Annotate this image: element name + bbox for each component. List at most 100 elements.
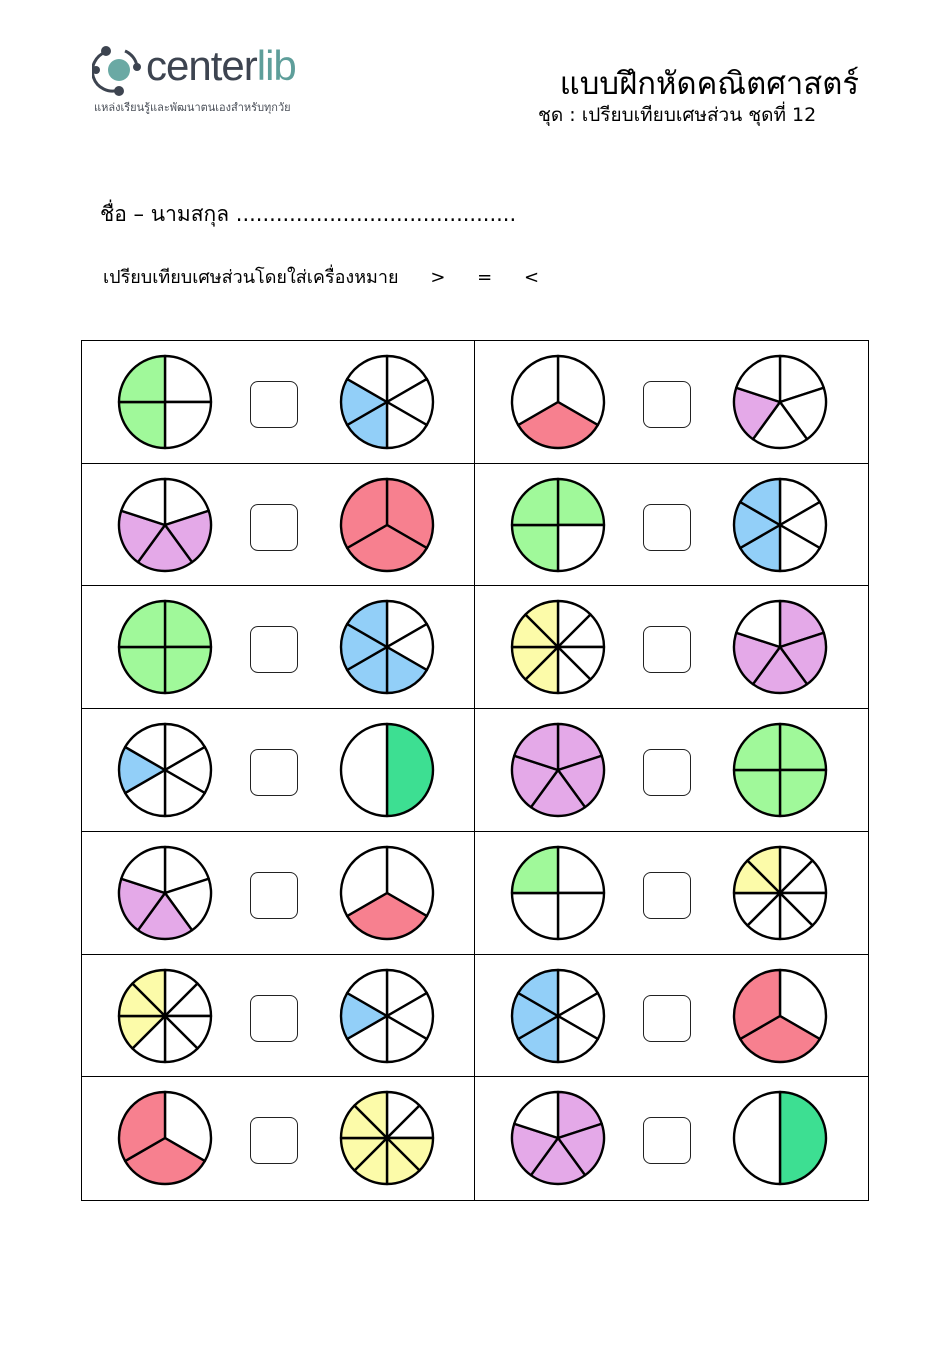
fraction-pie-right [339, 845, 435, 941]
answer-box[interactable] [250, 381, 298, 428]
pie-slice [120, 477, 167, 526]
pie-slice [556, 523, 606, 572]
pie-slice [556, 891, 606, 941]
fraction-pie-right [339, 354, 435, 450]
problem-11 [82, 954, 475, 1078]
answer-box[interactable] [250, 749, 298, 797]
pie-slice-shaded [345, 600, 389, 649]
pie-slice [163, 400, 213, 450]
fraction-pie-left [510, 354, 606, 450]
answer-box[interactable] [643, 1117, 691, 1165]
symbol-greater: > [430, 267, 446, 288]
pie-slice-shaded [529, 1137, 587, 1186]
fraction-pie-right [339, 968, 435, 1063]
pie-slice-shaded [163, 509, 213, 564]
fraction-pie-right [732, 722, 828, 818]
pie-slice-shaded [556, 754, 606, 809]
pie-slice-shaded [524, 600, 560, 649]
worksheet-subtitle: ชุด : เปรียบเทียบเศษส่วน ชุดที่ 12 [538, 104, 817, 126]
fraction-pie-left [510, 1091, 606, 1186]
pie-slice-shaded [510, 1122, 560, 1177]
pie-slice-shaded [738, 477, 782, 526]
fraction-pie-right [339, 600, 435, 695]
fraction-pie-right [732, 477, 828, 572]
answer-box[interactable] [643, 626, 691, 674]
problem-14 [475, 1077, 868, 1200]
problem-13 [82, 1077, 475, 1200]
fraction-pie-left [117, 477, 213, 572]
fraction-pie-left [510, 968, 606, 1063]
symbol-less: < [523, 267, 540, 288]
pie-slice [751, 400, 809, 450]
pie-slice-shaded [746, 845, 782, 895]
pie-slice [732, 1091, 782, 1186]
problem-4 [475, 464, 868, 587]
answer-box[interactable] [250, 1117, 298, 1165]
pie-slice-shaded [732, 386, 782, 441]
pie-slice-shaded [778, 722, 828, 772]
pie-slice-shaded [117, 1091, 167, 1163]
pie-slice-shaded [117, 877, 167, 932]
symbol-equal: = [477, 267, 493, 288]
molecule-logo-icon [92, 46, 141, 96]
fraction-pie-left [117, 1091, 213, 1186]
answer-box[interactable] [643, 503, 691, 551]
problem-3 [82, 463, 475, 587]
answer-box[interactable] [250, 994, 298, 1042]
problem-2 [475, 341, 868, 464]
problem-grid [81, 340, 869, 1201]
problem-9 [82, 831, 475, 955]
fraction-pie-right [339, 722, 435, 818]
fraction-pie-left [117, 968, 213, 1063]
centerlib-logo: centerlib แหล่งเรียนรู้และพัฒนาตนเองสำหร… [92, 40, 337, 120]
fraction-pie-right [732, 845, 828, 941]
fraction-pie-left [510, 722, 606, 818]
answer-box[interactable] [643, 871, 691, 919]
pie-slice-shaded [339, 477, 389, 549]
answer-box[interactable] [643, 749, 691, 797]
pie-slice [778, 386, 828, 441]
pie-slice-shaded [117, 600, 167, 649]
problem-10 [475, 832, 868, 955]
pie-slice [510, 354, 560, 427]
answer-box[interactable] [250, 871, 298, 919]
pie-slice [120, 845, 167, 895]
answer-box[interactable] [643, 994, 691, 1042]
instruction-text: เปรียบเทียบเศษส่วนโดยใส่เครื่องหมาย [103, 267, 399, 288]
pie-slice-shaded [136, 523, 194, 572]
answer-box[interactable] [250, 503, 298, 551]
fraction-pie-left [510, 477, 606, 572]
problem-6 [475, 586, 868, 710]
pie-slice-shaded [732, 768, 782, 818]
pie-slice-shaded [778, 1091, 828, 1186]
fraction-pie-left [510, 600, 606, 695]
fraction-pie-left [510, 845, 606, 941]
answer-box[interactable] [643, 381, 691, 428]
logo-wordmark: centerlib [146, 42, 297, 89]
fraction-pie-left [117, 845, 213, 940]
fraction-pie-right [732, 600, 828, 695]
pie-slice [345, 354, 389, 404]
pie-slice-shaded [516, 968, 560, 1017]
pie-slice-shaded [163, 646, 213, 695]
problem-5 [82, 586, 475, 710]
problem-8 [475, 709, 868, 832]
pie-slice-shaded [778, 632, 828, 686]
pie-slice-shaded [510, 523, 560, 572]
pie-slice-shaded [510, 477, 560, 526]
pie-slice [556, 845, 606, 895]
answer-box[interactable] [250, 626, 298, 674]
pie-slice-shaded [556, 477, 606, 526]
fraction-pie-left [117, 722, 213, 818]
pie-slice-shaded [163, 600, 213, 649]
pie-slice [163, 877, 213, 932]
fraction-pie-right [732, 1091, 828, 1186]
student-name-field[interactable]: ชื่อ – นามสกุล .........................… [100, 202, 517, 226]
pie-slice [735, 354, 782, 404]
instruction: เปรียบเทียบเศษส่วนโดยใส่เครื่องหมาย > = … [103, 262, 539, 291]
pie-slice-shaded [732, 968, 782, 1040]
pie-slice-shaded [117, 400, 167, 450]
pie-slice-shaded [751, 646, 809, 695]
pie-slice [735, 600, 782, 649]
pie-slice-shaded [529, 768, 587, 818]
